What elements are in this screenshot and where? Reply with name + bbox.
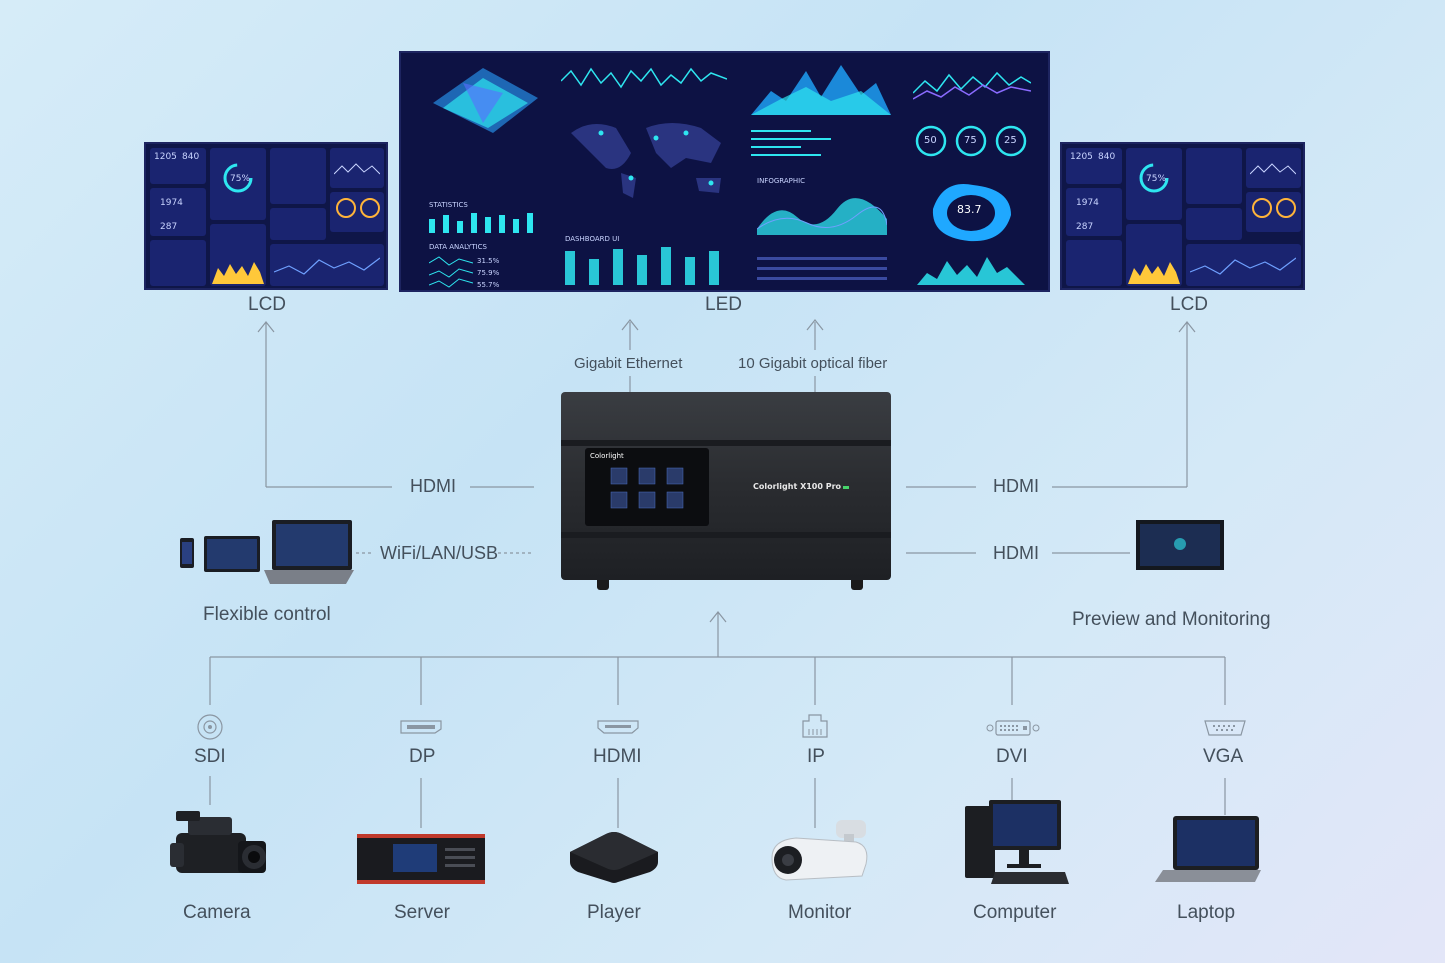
led-3d-graphic [433, 68, 538, 133]
lcd-stat: 287 [160, 222, 178, 232]
port-label-sdi: SDI [194, 746, 226, 767]
gigabit-ethernet-label: Gigabit Ethernet [574, 355, 683, 372]
lcd-right-label: LCD [1170, 294, 1209, 315]
led-percent: 31.5% [477, 257, 500, 265]
sdi-port-icon [197, 714, 223, 740]
camera-device [170, 811, 266, 873]
led-screen: STATISTICS DATA ANALYTICS 31.5% 75.9% 55… [399, 51, 1050, 292]
lcd-left-screen: 1205 840 75% 1974 287 [144, 142, 388, 290]
device-label-server: Server [394, 902, 450, 923]
lcd-stat: 287 [1076, 222, 1094, 232]
lcd-stat: 840 [182, 152, 200, 162]
lcd-gauge-value: 75% [230, 174, 251, 184]
device-label-camera: Camera [183, 902, 251, 923]
preview-monitoring-label: Preview and Monitoring [1072, 609, 1271, 630]
security-camera-device [771, 820, 868, 881]
lcd-gauge-value: 75% [1146, 174, 1167, 184]
led-gauge-value: 75 [964, 135, 977, 146]
media-player-device [570, 832, 658, 883]
port-label-dp: DP [409, 746, 436, 767]
port-label-hdmi: HDMI [593, 746, 642, 767]
laptop-device [1155, 816, 1261, 882]
lcd-right-screen: 1205 840 75% 1974 287 [1060, 142, 1305, 290]
processor-brand: Colorlight [590, 452, 624, 460]
world-map-graphic [571, 123, 721, 198]
dvi-port-icon [986, 720, 1040, 736]
led-section-title: DASHBOARD UI [565, 235, 620, 243]
led-percent: 75.9% [477, 269, 500, 277]
device-label-computer: Computer [973, 902, 1057, 923]
lcd-left-label: LCD [248, 294, 287, 315]
led-section-title: STATISTICS [429, 201, 468, 209]
device-label-laptop: Laptop [1177, 902, 1236, 923]
led-percent: 55.7% [477, 281, 500, 289]
processor-model: Colorlight X100 Pro [753, 482, 842, 491]
processor-touchscreen: Colorlight [585, 448, 709, 526]
ethernet-port-icon [802, 714, 828, 738]
hdmi-right-bottom-label: HDMI [993, 543, 1039, 563]
lcd-stat: 1205 [154, 152, 177, 162]
hdmi-port-icon [597, 720, 639, 734]
led-section-title: INFOGRAPHIC [757, 177, 806, 185]
port-label-dvi: DVI [996, 746, 1028, 767]
hdmi-right-top-label: HDMI [993, 476, 1039, 496]
led-gauge-value: 25 [1004, 135, 1017, 146]
hdmi-left-label: HDMI [410, 476, 456, 496]
lcd-stat: 1974 [160, 198, 183, 208]
led-gauge-value: 50 [924, 135, 937, 146]
device-label-player: Player [587, 902, 641, 923]
device-label-monitor: Monitor [788, 902, 852, 923]
wifi-lan-usb-label: WiFi/LAN/USB [380, 543, 499, 563]
optical-fiber-label: 10 Gigabit optical fiber [738, 355, 888, 372]
preview-monitor-device [1136, 520, 1224, 570]
video-processor: Colorlight Colorlight X100 Pro [561, 392, 891, 590]
flexible-control-label: Flexible control [203, 604, 331, 625]
lcd-stat: 1205 [1070, 152, 1093, 162]
dp-port-icon [400, 720, 442, 734]
led-label: LED [705, 294, 742, 315]
port-label-ip: IP [807, 746, 825, 767]
lcd-stat: 1974 [1076, 198, 1099, 208]
led-big-value: 83.7 [957, 203, 982, 216]
vga-port-icon [1204, 720, 1246, 736]
power-led-icon [843, 486, 849, 489]
flexible-control-devices [180, 520, 354, 584]
computer-device [965, 800, 1069, 884]
led-section-title: DATA ANALYTICS [429, 243, 487, 251]
lcd-stat: 840 [1098, 152, 1116, 162]
server-device [357, 834, 485, 884]
port-label-vga: VGA [1203, 746, 1244, 767]
